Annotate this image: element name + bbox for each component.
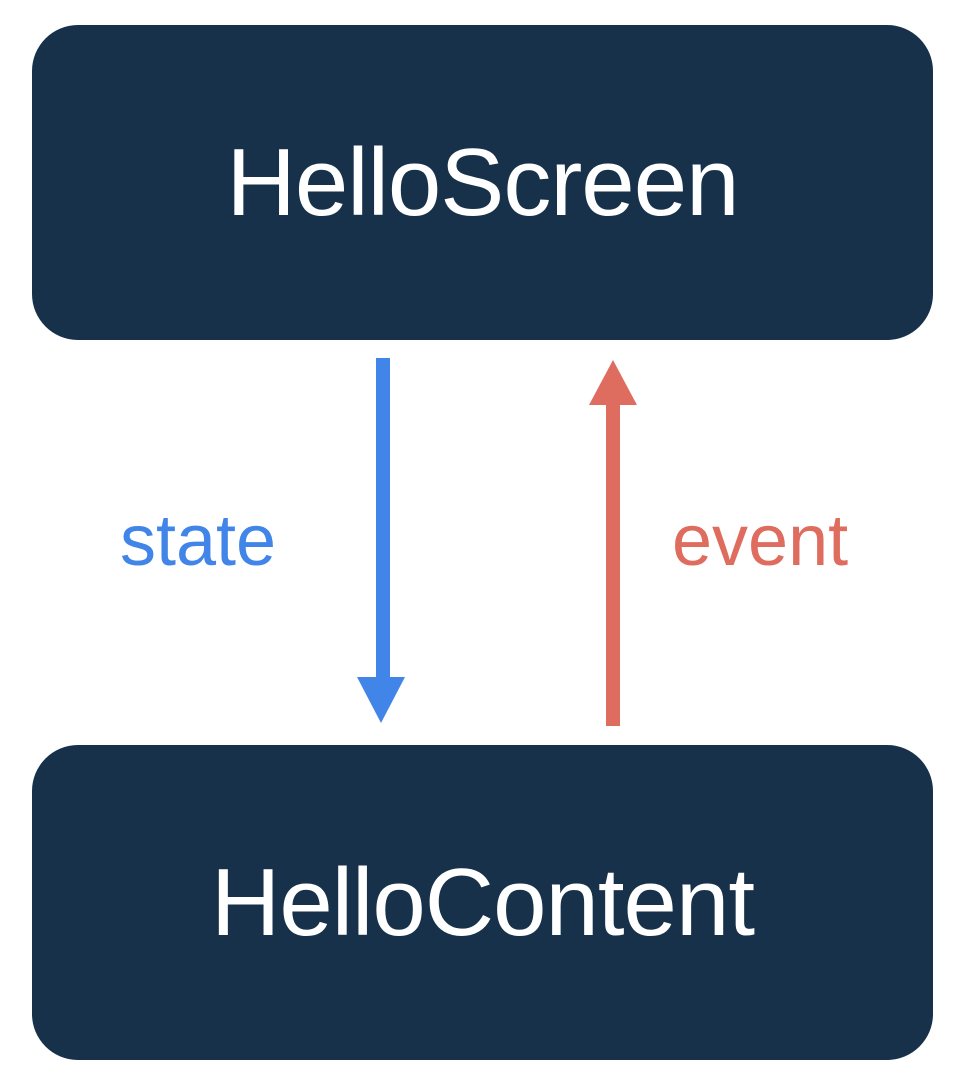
node-hello-content-label: HelloContent <box>211 848 755 956</box>
node-hello-screen[interactable]: HelloScreen <box>32 25 933 340</box>
edge-label-event: event <box>672 501 849 581</box>
event-arrow-shaft <box>606 404 620 726</box>
state-arrow-down <box>357 358 405 723</box>
edge-label-state: state <box>120 501 277 581</box>
event-arrow-up <box>589 360 637 726</box>
node-hello-content[interactable]: HelloContent <box>32 745 933 1060</box>
event-arrow-head-icon <box>589 360 637 405</box>
node-hello-screen-label: HelloScreen <box>226 128 740 236</box>
state-arrow-shaft <box>376 358 390 680</box>
state-arrow-head-icon <box>357 677 405 723</box>
